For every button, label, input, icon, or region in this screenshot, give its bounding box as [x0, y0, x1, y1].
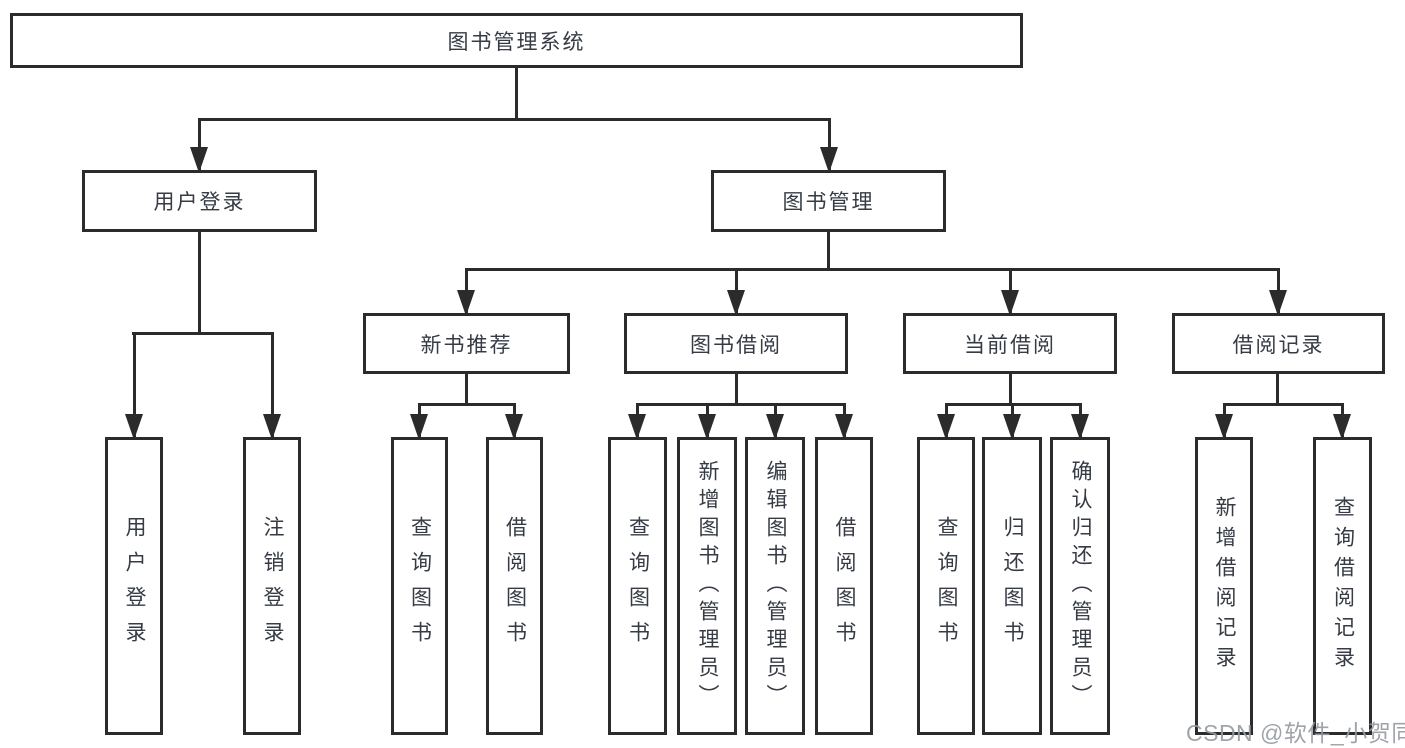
connector-borrowrecords-stem: [1276, 374, 1279, 406]
arrowhead-bb-leaf2: [698, 414, 716, 440]
arrowhead-br-leaf2: [1333, 414, 1351, 440]
connector-newbook-stem: [465, 374, 468, 406]
node-label: 当前借阅: [964, 333, 1056, 357]
arrowhead-user-login: [190, 147, 208, 173]
arrowhead-currentborrow: [1001, 290, 1019, 316]
node-leaf-add-borrow-record: 新增借阅记录: [1195, 437, 1253, 735]
node-leaf-query-borrow-record: 查询借阅记录: [1313, 437, 1372, 735]
arrowhead-br-leaf1: [1215, 414, 1233, 440]
arrowhead-nb-leaf2: [505, 414, 523, 440]
node-label: 归还图书: [1001, 516, 1024, 656]
node-label: 新书推荐: [420, 333, 513, 357]
node-leaf-add-books-admin: 新增图书（管理员）: [677, 437, 737, 735]
node-label: 确认归还（管理员）: [1069, 460, 1092, 712]
node-label: 借阅记录: [1232, 333, 1325, 357]
node-book-management-group: 图书管理: [711, 170, 946, 232]
arrowhead-bb-leaf3: [766, 414, 784, 440]
connector-root-stem: [515, 68, 518, 120]
connector-root-to-user-login: [198, 118, 201, 170]
node-label: 用户登录: [123, 516, 146, 656]
node-leaf-edit-books-admin: 编辑图书（管理员）: [745, 437, 805, 735]
arrowhead-logout-leaf: [263, 414, 281, 440]
node-label: 查询借阅记录: [1331, 496, 1355, 676]
node-label: 图书管理: [782, 191, 875, 214]
connector-bookmgmt-rail: [465, 268, 1279, 271]
node-leaf-return-books: 归还图书: [982, 437, 1042, 735]
node-label: 用户登录: [153, 191, 246, 214]
connector-currentborrow-stem: [1009, 374, 1012, 406]
arrowhead-borrowrecords: [1269, 290, 1287, 316]
node-label: 图书借阅: [690, 333, 782, 357]
node-leaf-logout: 注销登录: [243, 437, 301, 735]
connector-root-to-book-mgmt: [828, 118, 831, 170]
connector-root-rail: [198, 118, 831, 121]
connector-bookmgmt-stem: [827, 232, 830, 271]
node-label: 注销登录: [261, 516, 284, 656]
node-label: 查询图书: [935, 516, 958, 656]
node-user-login-group: 用户登录: [82, 170, 317, 232]
node-new-book-recommend: 新书推荐: [363, 313, 570, 374]
node-library-management-system: 图书管理系统: [10, 13, 1023, 68]
node-leaf-borrow-books-1: 借阅图书: [486, 437, 543, 735]
arrowhead-cb-leaf1: [937, 414, 955, 440]
connector-userlogin-rail: [132, 332, 274, 335]
arrowhead-bb-leaf4: [835, 414, 853, 440]
connector-borrowrecords-rail: [1223, 403, 1343, 406]
node-label: 新增图书（管理员）: [696, 460, 719, 712]
node-label: 新增借阅记录: [1213, 496, 1236, 676]
node-label: 借阅图书: [833, 516, 856, 656]
arrowhead-bb-leaf1: [628, 414, 646, 440]
connector-newbook-rail: [418, 403, 516, 406]
node-leaf-query-books-2: 查询图书: [608, 437, 667, 735]
arrowhead-book-mgmt: [820, 147, 838, 173]
node-label: 编辑图书（管理员）: [764, 460, 787, 712]
arrowhead-newbook: [457, 290, 475, 316]
node-leaf-confirm-return-admin: 确认归还（管理员）: [1050, 437, 1110, 735]
node-label: 查询图书: [626, 516, 650, 656]
node-current-borrow: 当前借阅: [903, 313, 1117, 374]
node-label: 图书管理系统: [447, 30, 586, 54]
connector-bookborrow-stem: [735, 374, 738, 406]
node-leaf-query-books-1: 查询图书: [391, 437, 448, 735]
connector-userlogin-stem: [198, 232, 201, 334]
node-leaf-borrow-books-2: 借阅图书: [815, 437, 873, 735]
connector-bookborrow-rail: [636, 403, 845, 406]
node-borrow-records: 借阅记录: [1172, 313, 1385, 374]
node-label: 借阅图书: [503, 516, 527, 656]
csdn-watermark: CSDN @软件_小贺同学: [1186, 720, 1405, 746]
node-leaf-query-books-3: 查询图书: [917, 437, 975, 735]
arrowhead-cb-leaf3: [1071, 414, 1089, 440]
connector-userlogin-leaf1: [133, 332, 136, 437]
arrowhead-bookborrow: [727, 290, 745, 316]
arrowhead-login-leaf: [125, 414, 143, 440]
arrowhead-cb-leaf2: [1003, 414, 1021, 440]
connector-userlogin-leaf2: [271, 332, 274, 437]
arrowhead-nb-leaf1: [410, 414, 428, 440]
node-label: 查询图书: [408, 516, 432, 656]
node-book-borrow: 图书借阅: [624, 313, 848, 374]
node-leaf-user-login: 用户登录: [105, 437, 163, 735]
